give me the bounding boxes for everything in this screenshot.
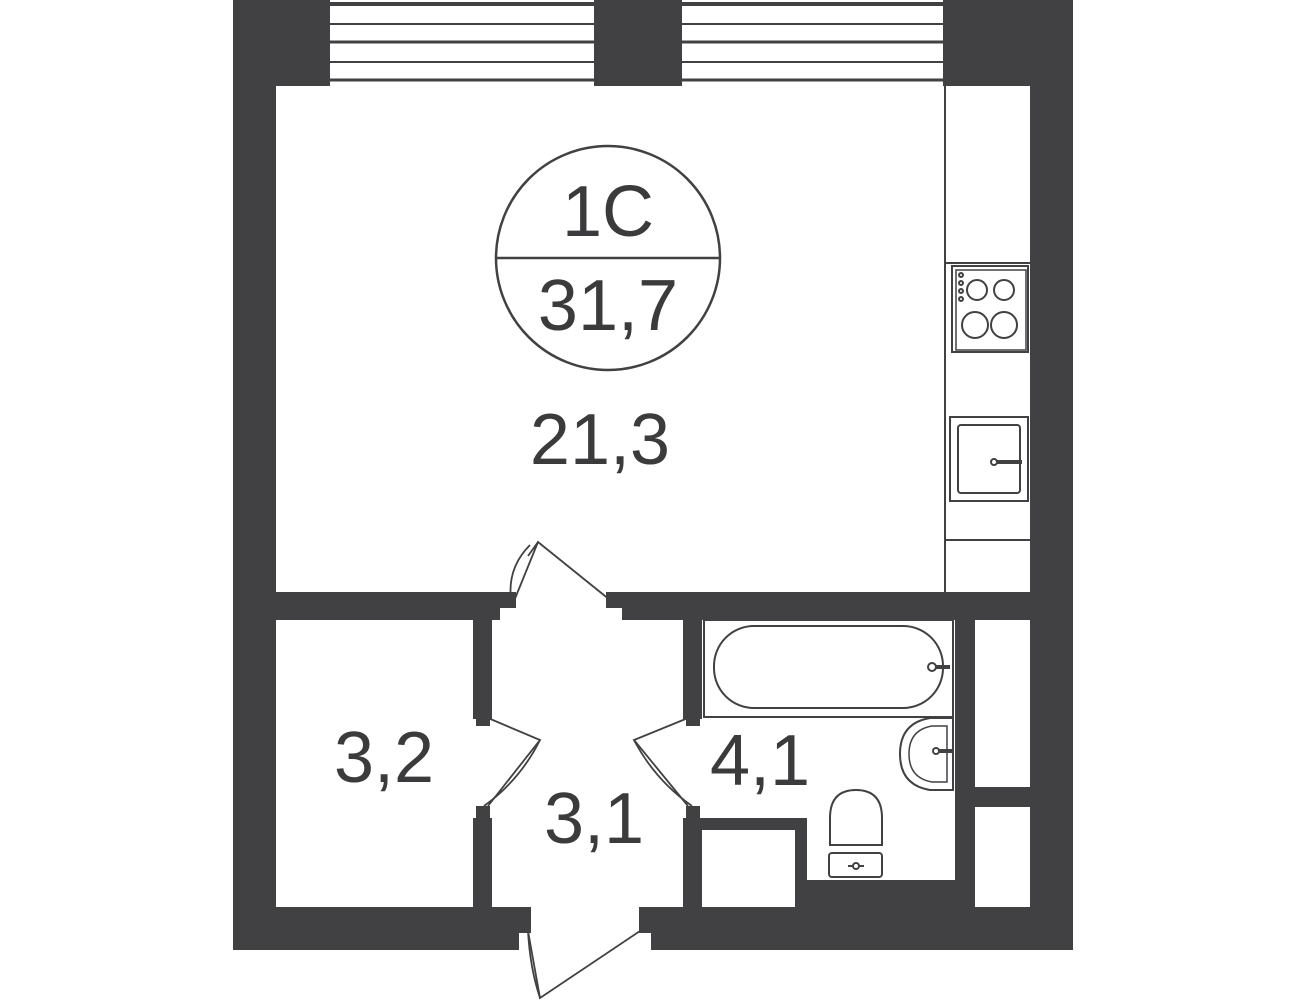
door-icon [483,540,693,1000]
door-stop [686,712,700,726]
top-wall-right [943,0,1030,86]
apartment-badge: 1С 31,7 [494,144,722,372]
storage-wall-lower [473,818,492,907]
apartment-type-code: 1С [562,172,654,252]
bathtub-icon [703,619,954,718]
top-wall-left [233,0,330,86]
hall-area: 3,1 [544,779,644,859]
kitchen-counter [944,86,1030,592]
niche-top [702,818,807,830]
total-area: 31,7 [538,266,678,346]
storage-area: 3,2 [334,718,434,798]
bath-wall-upper [683,620,702,719]
top-wall-pier [594,0,682,86]
door-stop [606,592,622,608]
window-icon [682,2,943,82]
outer-wall-right [1030,0,1073,950]
stove-icon [951,265,1029,353]
toilet-icon [828,788,883,878]
bottom-wall-right [651,907,1073,950]
shaft-wall-inner [955,620,975,907]
partition-left [276,592,500,620]
bottom-wall-left [233,907,519,950]
door-stop [519,907,531,933]
walls [233,0,1073,950]
living-room-area: 21,3 [530,400,670,480]
sink-icon [949,416,1029,502]
bathroom-area: 4,1 [710,721,810,801]
washbasin-icon [898,717,954,791]
door-stop [476,712,490,726]
outer-wall-left [233,0,276,950]
niche-floor [807,880,955,907]
niche-right [795,818,807,907]
bath-wall-lower [683,818,702,907]
window-icon [330,2,594,82]
door-stop [476,806,490,820]
partition-right [622,592,1030,620]
door-stop [686,806,700,820]
shaft-divider [975,787,1030,807]
door-stop [639,907,651,933]
storage-wall-upper [473,620,492,719]
